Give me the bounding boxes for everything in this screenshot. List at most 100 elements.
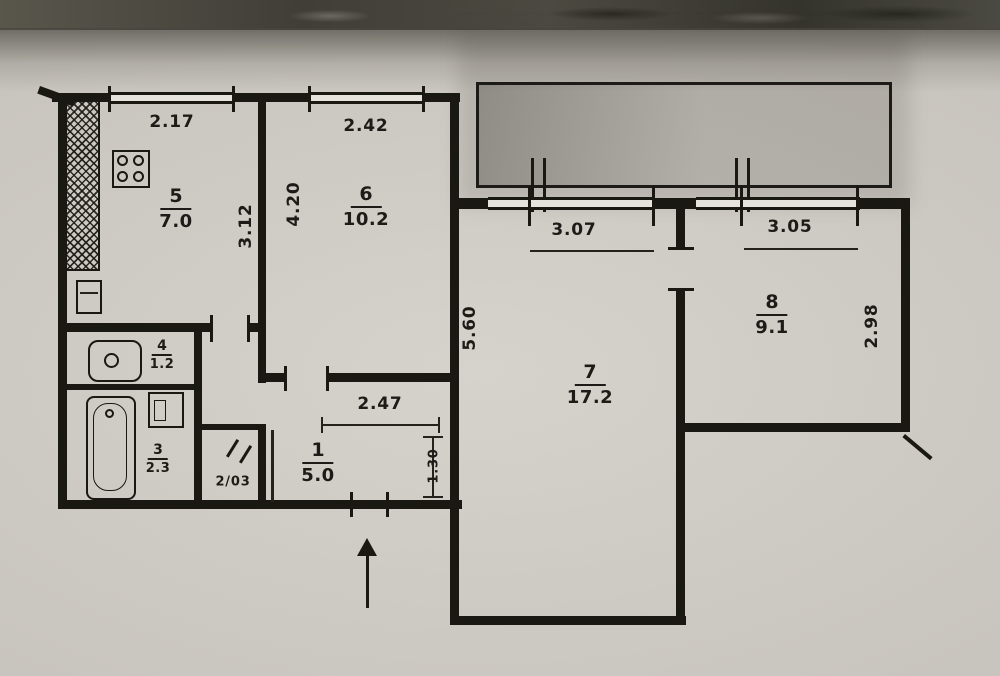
- door-tick: [326, 366, 329, 391]
- door-tick: [210, 315, 213, 342]
- dim-room6-window: 2.42: [343, 116, 389, 136]
- window-edge-tick: [308, 86, 311, 112]
- room-3-area: 2.3: [145, 461, 171, 477]
- door-tick: [247, 315, 250, 342]
- dimension-tick: [423, 436, 443, 438]
- room-8-area: 9.1: [755, 316, 789, 338]
- interior-wall: [202, 424, 266, 430]
- door-tick: [350, 492, 353, 517]
- interior-wall: [64, 323, 212, 332]
- door-tick: [239, 445, 253, 464]
- dim-room7-width: 3.07: [551, 220, 597, 240]
- sink-icon: [88, 340, 142, 382]
- room-7-label: 7 17.2: [566, 361, 614, 410]
- interior-wall: [676, 198, 685, 250]
- room-4-area: 1.2: [149, 357, 175, 373]
- interior-wall: [262, 373, 286, 382]
- toilet-tank: [154, 400, 166, 421]
- stove-icon: [112, 150, 150, 188]
- bathtub-drain: [105, 409, 114, 418]
- dim-room6-depth: 4.20: [284, 181, 304, 227]
- door-tick: [284, 366, 287, 391]
- interior-wall: [258, 424, 266, 504]
- stove-burner: [133, 171, 144, 182]
- interior-wall: [64, 384, 198, 390]
- dim-kitchen-window: 2.17: [149, 112, 195, 132]
- room-4-label: 4 1.2: [150, 338, 175, 374]
- window-edge-tick: [232, 86, 235, 112]
- door-tick: [668, 288, 694, 291]
- room-3-label: 3 2.3: [146, 442, 171, 478]
- dimension-tick: [321, 417, 323, 433]
- dimension-extension-tick: [652, 186, 655, 226]
- outer-wall: [858, 198, 910, 209]
- room-5-area: 7.0: [159, 210, 193, 232]
- room-5-label: 5 7.0: [159, 185, 193, 234]
- room-6-area: 10.2: [342, 208, 390, 230]
- dimension-line: [744, 248, 858, 250]
- interior-wall: [258, 100, 266, 383]
- room-7-number: 7: [574, 361, 606, 386]
- room-7-area: 17.2: [566, 386, 614, 408]
- sink-drain: [104, 353, 119, 368]
- balcony-mullion-tick: [543, 158, 546, 212]
- scan-dark-band: [0, 0, 1000, 30]
- room-1-area: 5.0: [301, 464, 335, 486]
- outer-wall: [901, 198, 910, 432]
- stove-burner: [117, 155, 128, 166]
- dim-kitchen-width: 3.12: [236, 203, 256, 249]
- outer-wall: [450, 93, 459, 625]
- dimension-line: [530, 250, 654, 252]
- vent-duct-line: [80, 292, 98, 294]
- window: [110, 92, 234, 104]
- window: [488, 197, 654, 210]
- room-6-label: 6 10.2: [342, 183, 390, 232]
- interior-wall: [194, 323, 202, 503]
- window-edge-tick: [422, 86, 425, 112]
- dimension-extension-tick: [740, 186, 743, 226]
- room-1-number: 1: [302, 439, 334, 464]
- stove-burner: [133, 155, 144, 166]
- bathtub-icon: [86, 396, 136, 500]
- outer-wall: [450, 616, 686, 625]
- room-1-label: 1 5.0: [301, 439, 335, 488]
- vent-duct: [76, 280, 102, 314]
- dimension-tick: [438, 417, 440, 433]
- entrance-arrow-icon: [357, 538, 377, 556]
- dim-hallway-width: 2.47: [357, 394, 403, 414]
- outer-wall: [652, 198, 698, 209]
- window: [310, 92, 424, 104]
- balcony-mullion-tick: [747, 158, 750, 212]
- dimension-extension-tick: [528, 186, 531, 226]
- window: [696, 197, 860, 210]
- dimension-line: [432, 438, 434, 496]
- outer-wall: [58, 93, 67, 508]
- dimension-extension-tick: [856, 186, 859, 226]
- outer-wall: [676, 423, 910, 432]
- dimension-line: [322, 424, 440, 426]
- room-6-number: 6: [350, 183, 382, 208]
- room-8-label: 8 9.1: [755, 291, 789, 340]
- outer-wall: [450, 198, 490, 209]
- interior-wall: [250, 323, 266, 332]
- outer-wall: [58, 500, 462, 509]
- dim-room8-width: 3.05: [767, 217, 813, 237]
- balcony-outline: [476, 82, 892, 188]
- interior-wall: [676, 290, 685, 625]
- balcony-mullion-tick: [531, 158, 534, 212]
- dim-room8-depth: 2.98: [862, 303, 882, 349]
- entrance-arrow-shaft: [366, 554, 369, 608]
- dim-hallway-depth: 1.30: [426, 448, 442, 484]
- door-frame-line: [271, 430, 274, 502]
- room-3-number: 3: [148, 442, 168, 461]
- scan-shadow-fade: [0, 28, 1000, 92]
- door-tick: [386, 492, 389, 517]
- interior-wall: [328, 373, 454, 382]
- outer-wall: [422, 93, 460, 102]
- room-5-number: 5: [160, 185, 192, 210]
- window-edge-tick: [108, 86, 111, 112]
- outer-wall: [52, 93, 112, 102]
- balcony-mullion-tick: [735, 158, 738, 212]
- door-tick: [668, 247, 694, 250]
